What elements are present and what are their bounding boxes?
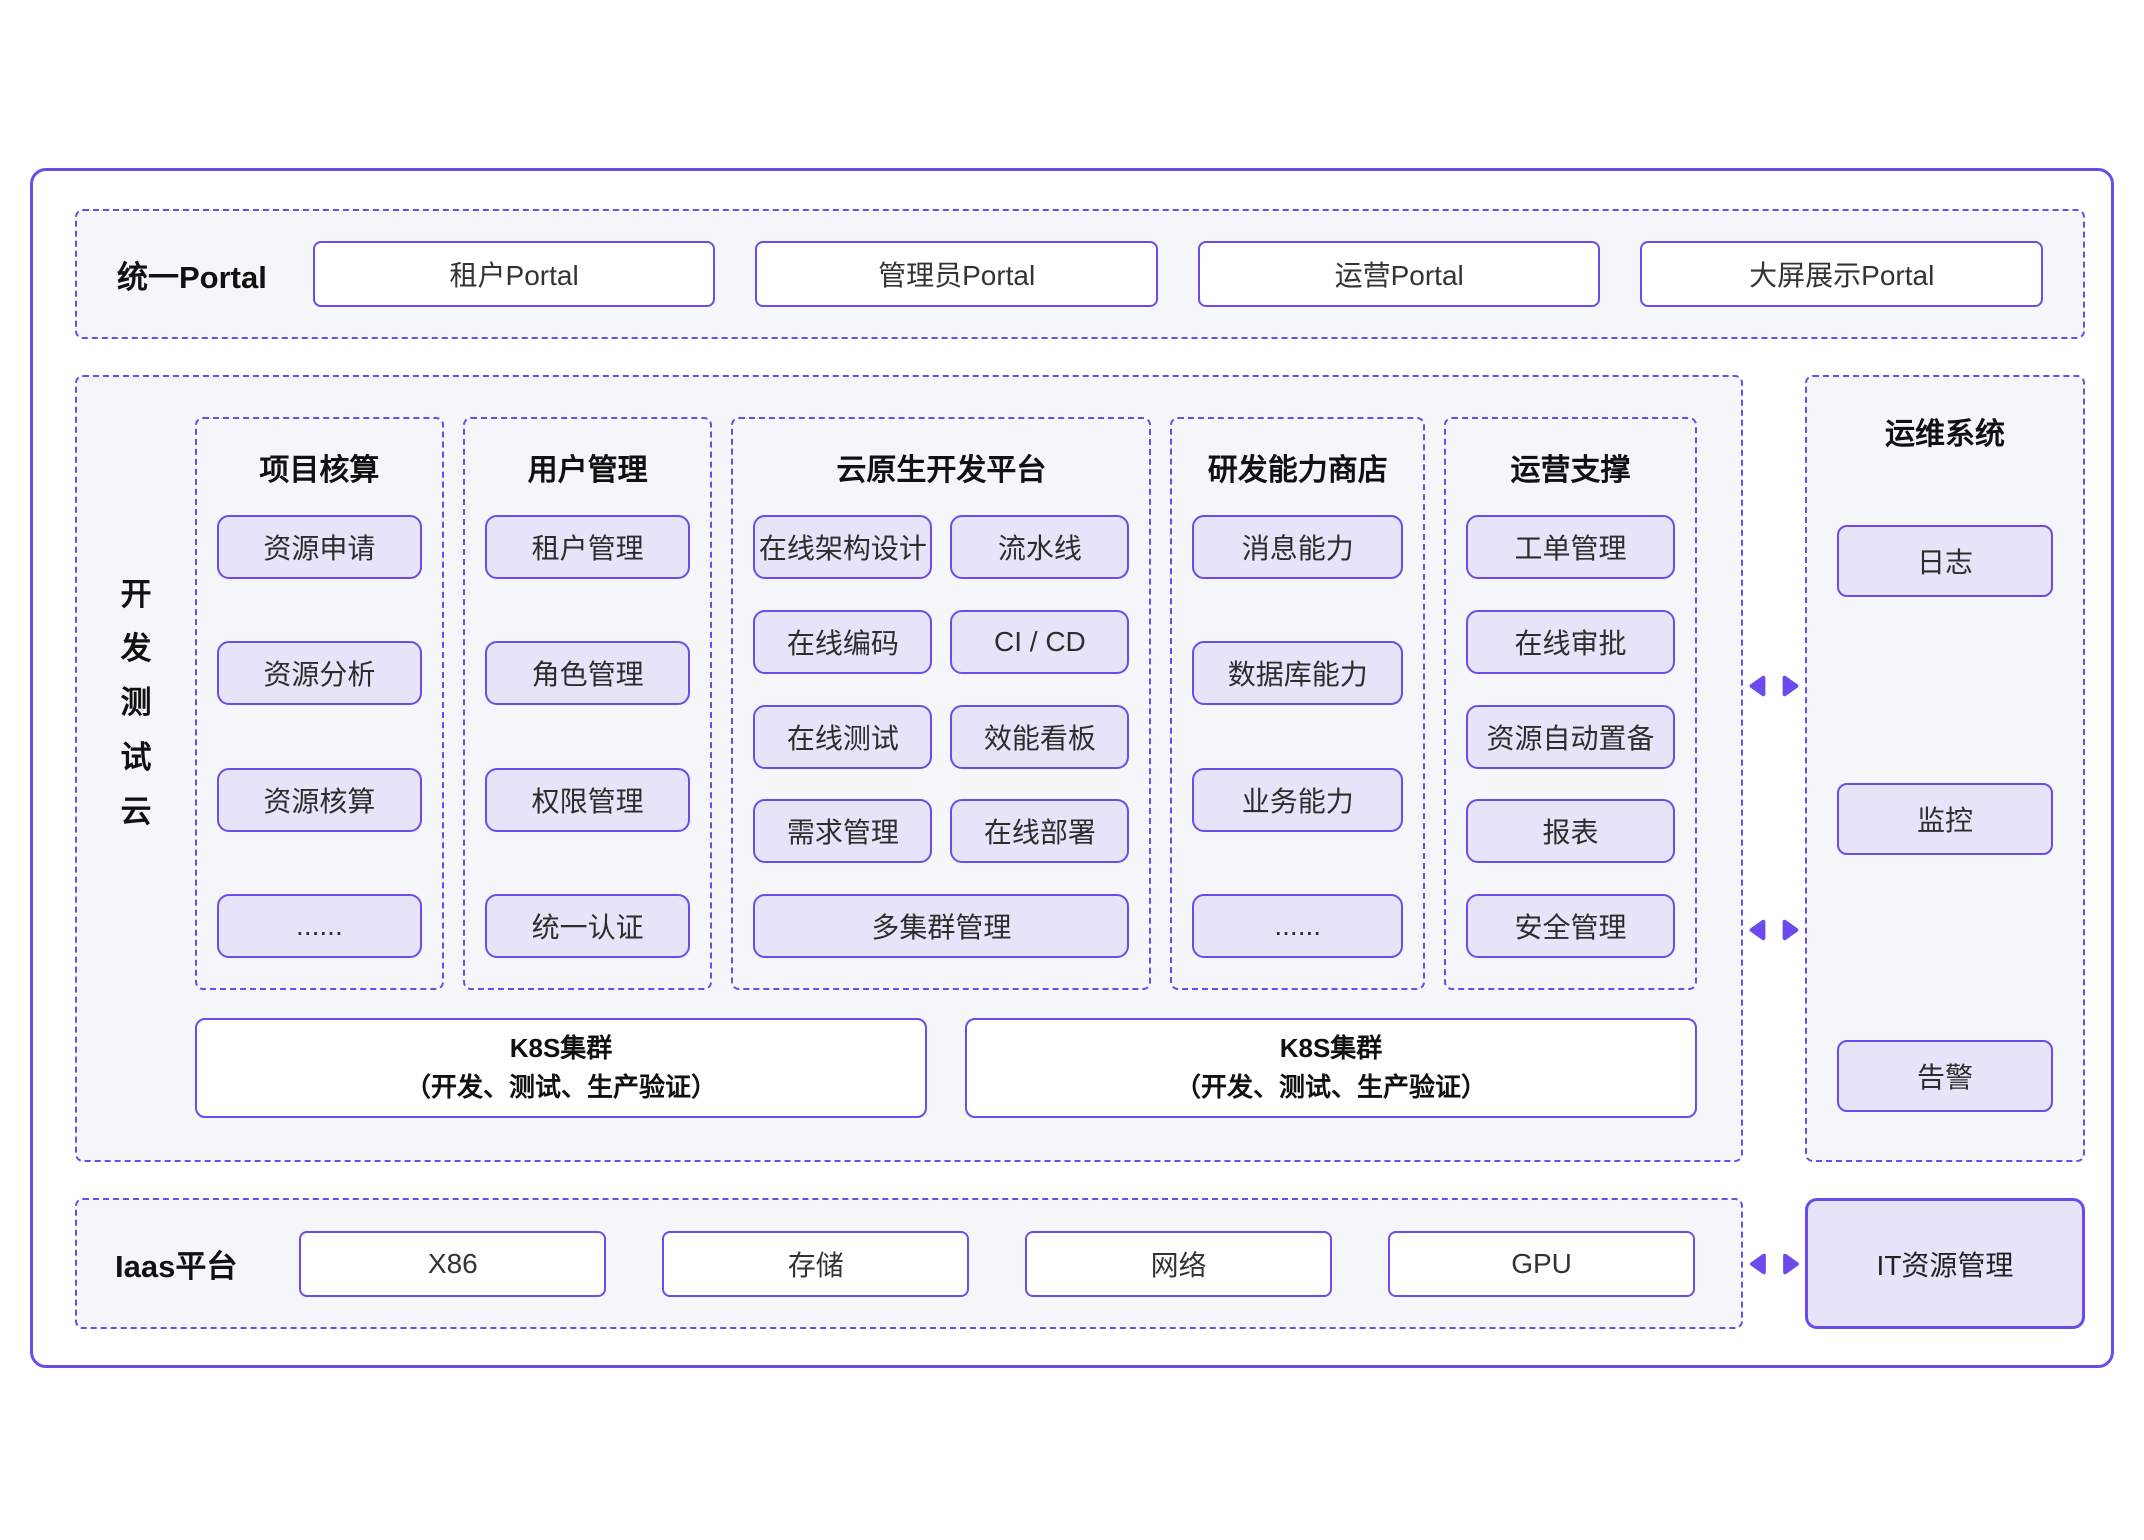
dev-test-cloud-vertical-label: 开发测试云 [77,417,195,990]
column-operation-support: 运营支撑 工单管理 在线审批 资源自动置备 报表 安全管理 [1444,417,1697,990]
ops-system-title: 运维系统 [1885,418,2005,451]
k8s-cluster-box: K8S集群 （开发、测试、生产验证） [965,1018,1697,1118]
column-title: 研发能力商店 [1207,454,1388,487]
arrow-left-icon [1749,919,1766,941]
module-box: 资源自动置备 [1466,704,1675,769]
module-box: 在线架构设计 [753,515,933,579]
column-title: 项目核算 [259,454,380,487]
column-body: 资源申请 资源分析 资源核算 ...... [217,515,422,958]
module-box: 在线编码 [753,609,933,674]
module-box-logs: 日志 [1837,525,2053,597]
column-title: 用户管理 [527,454,648,487]
iaas-platform-section: Iaas平台 X86 存储 网络 GPU [75,1198,1743,1329]
arrow-right-icon [1782,1253,1799,1274]
module-box: 安全管理 [1466,894,1675,958]
module-box: 资源核算 [217,767,422,832]
portal-box-operation: 运营Portal [1197,241,1601,307]
ops-system-panel: 运维系统 日志 监控 告警 [1805,375,2085,1162]
module-grid-row: 在线测试 效能看板 [753,704,1130,769]
iaas-box-gpu: GPU [1388,1230,1696,1297]
arrow-left-icon [1749,675,1766,697]
module-box: 消息能力 [1192,515,1404,579]
arrow-right-icon [1782,675,1799,697]
capability-columns: 项目核算 资源申请 资源分析 资源核算 ...... 用户管理 租户管理 角色管… [195,417,1697,990]
module-box-ellipsis: ...... [1192,893,1404,958]
module-grid-row: 需求管理 在线部署 [753,799,1130,864]
column-project-accounting: 项目核算 资源申请 资源分析 资源核算 ...... [195,417,444,990]
module-box: 资源申请 [217,515,422,579]
module-grid-row: 在线编码 CI / CD [753,609,1130,674]
module-box: 资源分析 [217,641,422,706]
module-box: 统一认证 [484,893,691,958]
module-box: 流水线 [950,515,1130,579]
module-box-alerts: 告警 [1837,1040,2053,1112]
column-title: 运营支撑 [1510,454,1631,487]
module-box: 业务能力 [1192,767,1404,832]
module-box: 数据库能力 [1192,641,1404,706]
column-body: 消息能力 数据库能力 业务能力 ...... [1192,515,1404,958]
iaas-box-storage: 存储 [662,1230,970,1297]
module-box: 效能看板 [950,704,1130,769]
column-title: 云原生开发平台 [836,454,1047,487]
module-box: 权限管理 [484,767,691,832]
module-box: 工单管理 [1466,515,1675,579]
column-body: 在线架构设计 流水线 在线编码 CI / CD 在线测试 效能看板 [753,515,1130,958]
sync-arrows-icon [1744,916,1805,944]
dev-test-cloud-panel: 开发测试云 项目核算 资源申请 资源分析 资源核算 ...... 用户管理 [75,375,1743,1162]
k8s-cluster-title: K8S集群 [1279,1033,1383,1063]
dev-test-cloud-vertical-label-text: 开发测试云 [120,576,152,829]
column-body: 租户管理 角色管理 权限管理 统一认证 [484,515,691,958]
module-box: 需求管理 [753,799,933,864]
portal-box-list: 租户Portal 管理员Portal 运营Portal 大屏展示Portal [312,241,2043,307]
k8s-cluster-row: K8S集群 （开发、测试、生产验证） K8S集群 （开发、测试、生产验证） [195,1018,1697,1118]
module-box: CI / CD [950,609,1130,674]
unified-portal-label: 统一Portal [117,259,267,295]
iaas-box-network: 网络 [1025,1230,1333,1297]
column-body: 工单管理 在线审批 资源自动置备 报表 安全管理 [1466,515,1675,958]
middle-arrow-gap [1743,375,1805,1162]
iaas-box-list: X86 存储 网络 GPU [299,1230,1696,1297]
column-user-management: 用户管理 租户管理 角色管理 权限管理 统一认证 [462,417,713,990]
k8s-cluster-subtitle: （开发、测试、生产验证） [1174,1072,1487,1102]
column-rd-capability-store: 研发能力商店 消息能力 数据库能力 业务能力 ...... [1170,417,1426,990]
k8s-cluster-title: K8S集群 [509,1033,613,1063]
module-box: 租户管理 [484,515,691,579]
iaas-box-x86: X86 [299,1230,607,1297]
sync-arrows-icon [1744,672,1805,700]
middle-row: 开发测试云 项目核算 资源申请 资源分析 资源核算 ...... 用户管理 [75,375,2085,1162]
iaas-platform-label: Iaas平台 [115,1249,238,1284]
module-box-ellipsis: ...... [217,893,422,958]
module-box: 在线部署 [950,799,1130,864]
module-grid-row: 在线架构设计 流水线 [753,515,1130,579]
architecture-diagram-frame: 统一Portal 租户Portal 管理员Portal 运营Portal 大屏展… [30,168,2114,1368]
module-box: 在线测试 [753,704,933,769]
module-box-monitoring: 监控 [1837,782,2053,855]
arrow-left-icon [1749,1253,1766,1274]
portal-box-admin: 管理员Portal [755,241,1158,307]
module-box: 报表 [1466,799,1675,864]
bottom-row: Iaas平台 X86 存储 网络 GPU IT资源管理 [75,1198,2085,1329]
arrow-right-icon [1782,919,1799,941]
sync-arrows-icon [1743,1198,1805,1329]
unified-portal-section: 统一Portal 租户Portal 管理员Portal 运营Portal 大屏展… [75,209,2085,339]
portal-box-tenant: 租户Portal [312,241,716,307]
ops-system-body: 日志 监控 告警 [1837,525,2053,1112]
column-cloud-native-platform: 云原生开发平台 在线架构设计 流水线 在线编码 CI / CD [731,417,1152,990]
module-box: 角色管理 [484,641,691,706]
it-resource-management-box: IT资源管理 [1805,1198,2085,1329]
module-box-full-width: 多集群管理 [753,894,1130,958]
k8s-cluster-box: K8S集群 （开发、测试、生产验证） [195,1018,927,1118]
k8s-cluster-subtitle: （开发、测试、生产验证） [404,1072,717,1102]
dev-test-cloud-main: 开发测试云 项目核算 资源申请 资源分析 资源核算 ...... 用户管理 [77,417,1697,990]
module-box: 在线审批 [1466,609,1675,674]
portal-box-bigscreen: 大屏展示Portal [1640,241,2043,307]
